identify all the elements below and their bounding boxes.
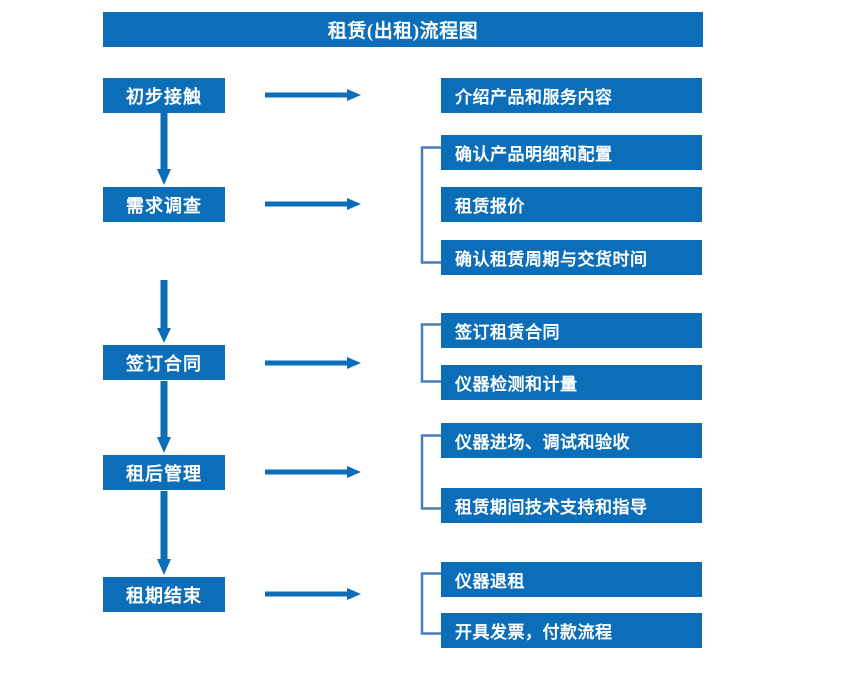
detail-box-3[interactable]: 租赁报价 — [441, 187, 702, 222]
detail-box-1[interactable]: 介绍产品和服务内容 — [441, 78, 702, 113]
stage-box-5[interactable]: 租期结束 — [103, 577, 225, 612]
detail-box-8[interactable]: 租赁期间技术支持和指导 — [441, 488, 702, 523]
horizontal-arrow-icon-4 — [265, 465, 361, 479]
horizontal-arrow-icon-2 — [265, 197, 361, 211]
stage-box-3[interactable]: 签订合同 — [103, 345, 225, 380]
group-bracket-icon-1 — [420, 146, 441, 264]
vertical-arrow-icon-3 — [155, 381, 173, 455]
stage-box-1[interactable]: 初步接触 — [103, 78, 225, 113]
group-bracket-icon-3 — [420, 434, 441, 510]
diagram-title: 租赁(出租)流程图 — [103, 12, 703, 47]
horizontal-arrow-icon-3 — [265, 356, 361, 370]
vertical-arrow-icon-1 — [155, 113, 173, 187]
group-bracket-icon-2 — [420, 323, 441, 383]
detail-box-2[interactable]: 确认产品明细和配置 — [441, 135, 702, 170]
horizontal-arrow-icon-5 — [265, 587, 361, 601]
detail-box-6[interactable]: 仪器检测和计量 — [441, 365, 702, 400]
stage-box-2[interactable]: 需求调查 — [103, 187, 225, 222]
detail-box-7[interactable]: 仪器进场、调试和验收 — [441, 423, 702, 458]
vertical-arrow-icon-4 — [155, 491, 173, 577]
detail-box-4[interactable]: 确认租赁周期与交货时间 — [441, 240, 702, 275]
group-bracket-icon-4 — [420, 572, 441, 635]
detail-box-5[interactable]: 签订租赁合同 — [441, 313, 702, 348]
vertical-arrow-icon-2 — [155, 280, 173, 345]
detail-box-9[interactable]: 仪器退租 — [441, 562, 702, 597]
detail-box-10[interactable]: 开具发票，付款流程 — [441, 613, 702, 648]
stage-box-4[interactable]: 租后管理 — [103, 455, 225, 490]
horizontal-arrow-icon-1 — [265, 88, 361, 102]
